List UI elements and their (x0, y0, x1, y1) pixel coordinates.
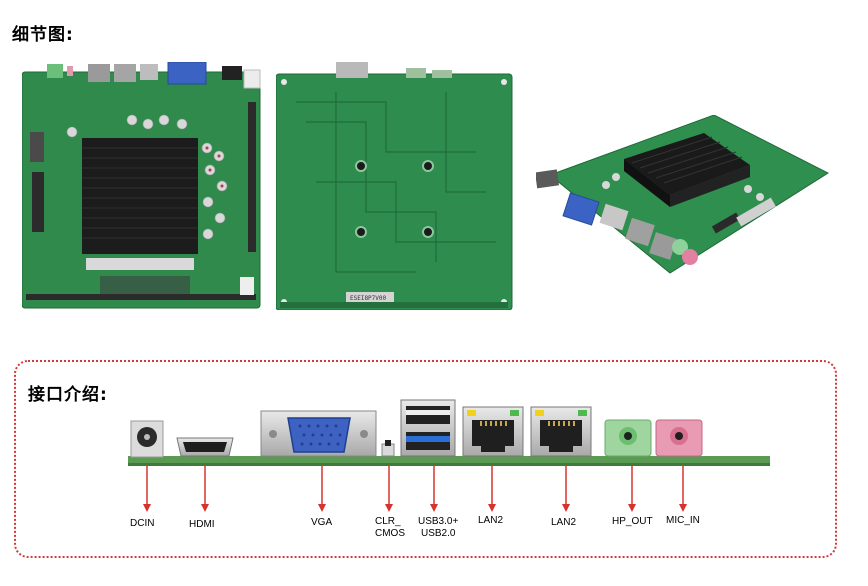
label-usb-line2: USB2.0 (421, 528, 456, 539)
label-dcin: DCIN (130, 518, 155, 529)
clr-cmos-button-icon (381, 440, 395, 457)
board-front-photo (22, 62, 261, 309)
vga-port-icon (260, 410, 377, 457)
hdmi-port-icon (176, 437, 234, 457)
label-clr-cmos-line1: CLR_ (375, 516, 401, 527)
lan-port-icon (530, 406, 592, 457)
label-lan-2: LAN2 (551, 517, 577, 528)
audio-jack-icon (655, 419, 703, 457)
label-clr-cmos-line2: CMOS (375, 528, 405, 539)
usb-port-icon (400, 399, 456, 457)
lan-port-icon (462, 406, 524, 457)
label-lan-1: LAN2 (478, 515, 504, 526)
dc-jack-icon (130, 420, 164, 458)
board-back-photo: ESEI8P7V00 (276, 62, 513, 310)
board-sticker: ESEI8P7V00 (350, 295, 387, 302)
board-angled-photo (536, 115, 830, 274)
label-hdmi: HDMI (189, 519, 215, 530)
audio-jack-icon (604, 419, 652, 457)
label-mic-in: MIC_IN (666, 515, 700, 526)
detail-heading: 细节图: (12, 25, 74, 45)
ports-panel (14, 360, 837, 558)
io-pcb-strip (128, 456, 770, 465)
label-vga: VGA (311, 517, 333, 528)
ports-heading: 接口介绍: (28, 385, 108, 405)
label-usb-line1: USB3.0+ (418, 516, 459, 527)
label-hp-out: HP_OUT (612, 516, 653, 527)
